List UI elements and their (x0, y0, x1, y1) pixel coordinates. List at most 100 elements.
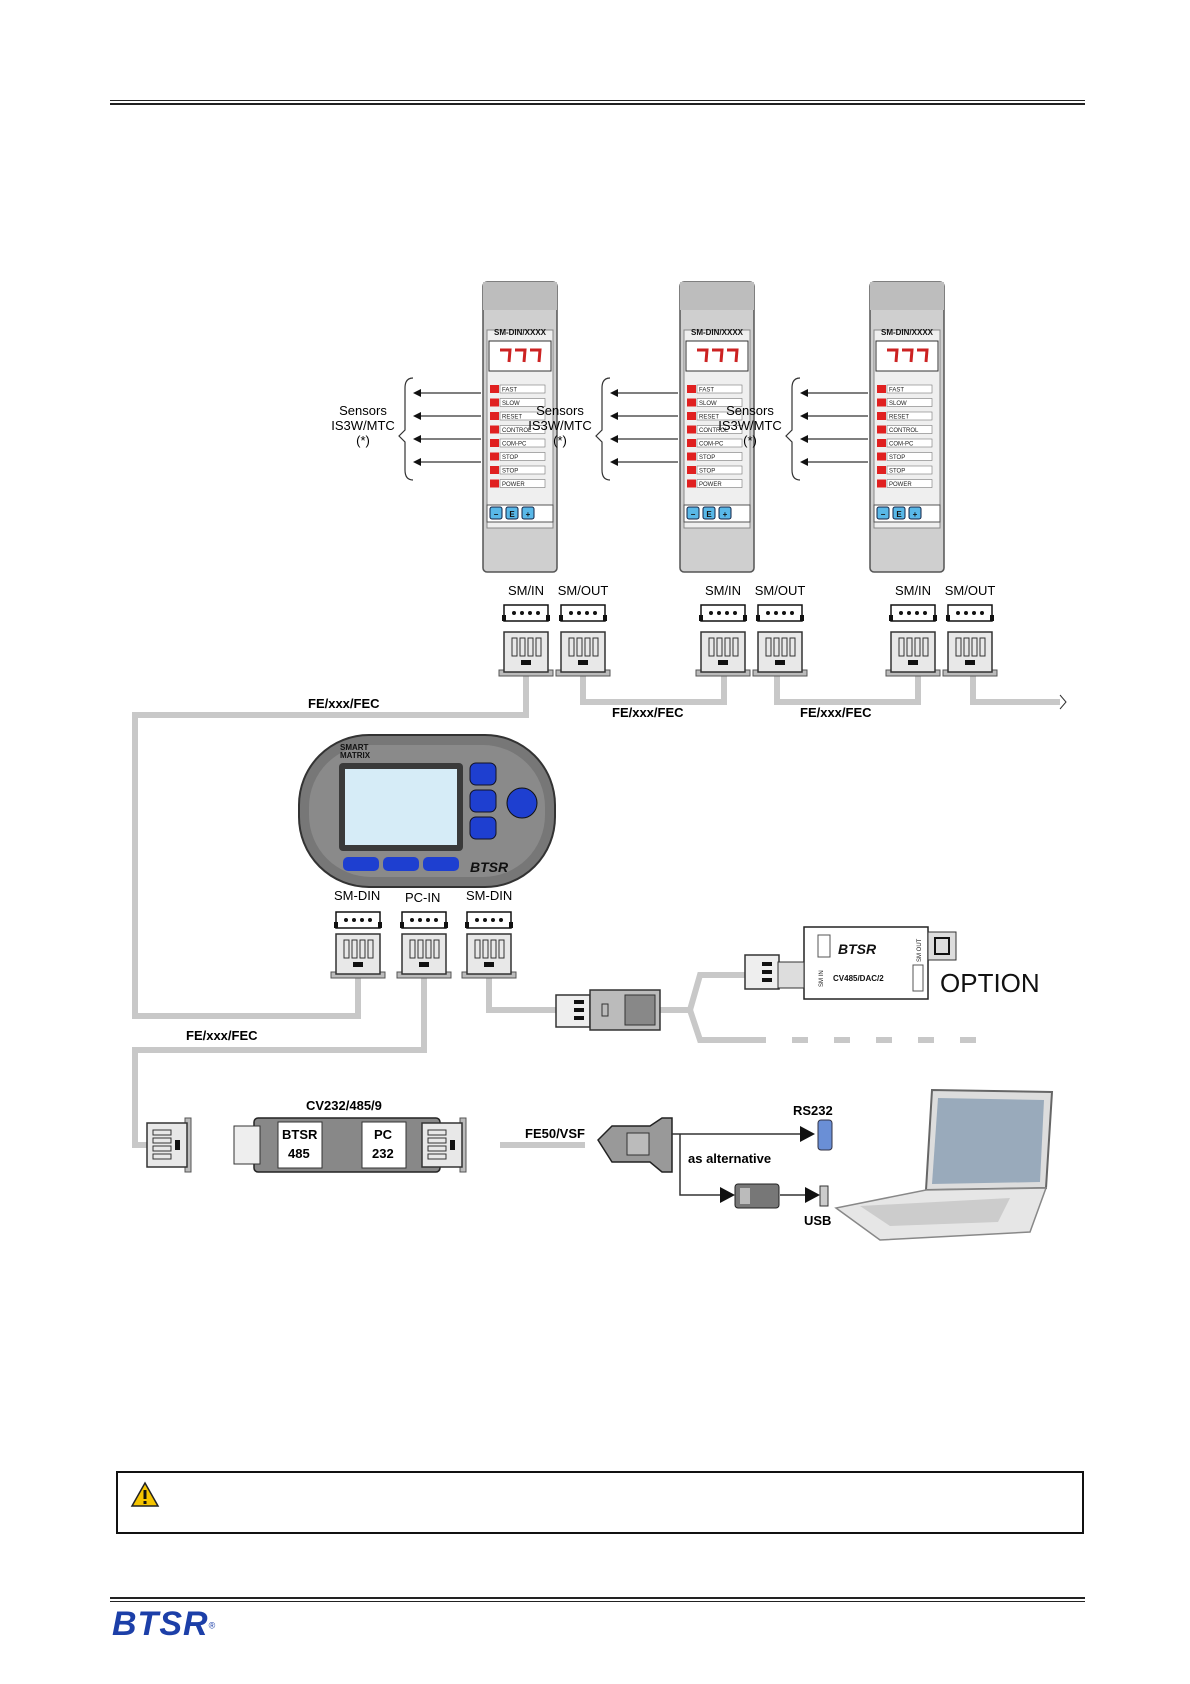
display-digit (917, 348, 929, 363)
sm-in-jack (501, 604, 551, 622)
module-title: SM-DIN/XXXX (881, 328, 934, 337)
arrow-icon (800, 412, 808, 420)
sm-din-jack (333, 911, 383, 929)
plug (330, 933, 386, 979)
led-label: SLOW (889, 401, 907, 407)
sensors-label: Sensors (726, 403, 774, 418)
led-label: FAST (889, 388, 904, 394)
module-button[interactable] (702, 506, 716, 520)
usb-port-icon (819, 1185, 829, 1207)
cable-label: FE/xxx/FEC (308, 696, 380, 711)
sensors-label: IS3W/MTC (718, 418, 782, 433)
led-label: RESET (502, 415, 522, 421)
pc-in-jack (399, 911, 449, 929)
led-label: STOP (502, 455, 518, 461)
led-label: COM-PC (502, 442, 527, 448)
alternative-label: as alternative (688, 1151, 771, 1166)
sensors-label: Sensors (536, 403, 584, 418)
usb-label: USB (804, 1213, 831, 1228)
sensors-label: (*) (553, 433, 567, 448)
led-label: POWER (889, 482, 912, 488)
display-digit (515, 348, 527, 363)
converter-label: BTSR (282, 1127, 318, 1142)
module-button-label: E (509, 510, 515, 519)
converter-label: PC (374, 1127, 393, 1142)
led-label: STOP (699, 469, 715, 475)
port-label: SM OUT (917, 938, 923, 962)
led-indicator (877, 466, 886, 474)
module-button[interactable] (489, 506, 503, 520)
module-button[interactable] (892, 506, 906, 520)
cable-label: FE50/VSF (525, 1126, 585, 1141)
cv-converter: BTSR 485 PC 232 (233, 1117, 447, 1173)
led-label: STOP (889, 469, 905, 475)
plug (146, 1117, 192, 1173)
sensor-brace (398, 377, 414, 481)
module-button[interactable] (908, 506, 922, 520)
led-label: RESET (699, 415, 719, 421)
module-button[interactable] (686, 506, 700, 520)
led-indicator (877, 398, 886, 407)
cable-label: FE/xxx/FEC (800, 705, 872, 720)
warning-icon (130, 1481, 160, 1507)
arrow-icon (805, 1187, 820, 1203)
led-indicator (877, 425, 886, 434)
module-button[interactable] (718, 506, 732, 520)
led-indicator (490, 398, 499, 407)
led-indicator (877, 385, 886, 393)
module-button-label: + (723, 510, 728, 519)
plug (752, 631, 808, 677)
converter-label: 485 (288, 1146, 310, 1161)
module-button-label: E (706, 510, 712, 519)
module-button[interactable] (521, 506, 535, 520)
port-label: SM IN (819, 970, 825, 987)
led-indicator (687, 439, 696, 447)
port-label: SM/OUT (755, 583, 806, 598)
sm-din-module: SM-DIN/XXXXFASTSLOWRESETCONTROLCOM-PCSTO… (718, 281, 998, 677)
rs232-port-icon (817, 1119, 833, 1151)
cable-network (132, 676, 1060, 1148)
converter-title: CV232/485/9 (306, 1098, 382, 1113)
break-mark-icon (1059, 694, 1067, 710)
led-label: STOP (699, 455, 715, 461)
module-button[interactable] (505, 506, 519, 520)
led-label: RESET (889, 415, 909, 421)
arrow-icon (610, 435, 618, 443)
sensor-brace (785, 377, 801, 481)
plug (695, 631, 751, 677)
sensors-label: (*) (743, 433, 757, 448)
arrow-icon (610, 389, 618, 397)
sensors-label: IS3W/MTC (331, 418, 395, 433)
converter-label: 232 (372, 1146, 394, 1161)
plug (421, 1117, 467, 1173)
port-label: SM-DIN (334, 888, 380, 903)
port-label: SM/IN (508, 583, 544, 598)
display-digit (887, 348, 899, 363)
display-digit (727, 348, 739, 363)
led-label: STOP (502, 469, 518, 475)
smart-matrix-device: SMART MATRIX BTSR (298, 734, 556, 888)
plug (461, 933, 517, 979)
arrow-icon (413, 435, 421, 443)
sensors-label: IS3W/MTC (528, 418, 592, 433)
arrow-icon (610, 458, 618, 466)
arrow-icon (800, 1126, 815, 1142)
sensor-brace (595, 377, 611, 481)
led-label: SLOW (502, 401, 520, 407)
option-converter-box: BTSR CV485/DAC/2 SM IN SM OUT (744, 926, 957, 1000)
led-label: FAST (699, 388, 714, 394)
sm-in-jack (698, 604, 748, 622)
led-label: FAST (502, 388, 517, 394)
led-indicator (490, 425, 499, 434)
splitter-adapter (555, 989, 661, 1031)
plug (498, 631, 554, 677)
arrow-icon (800, 389, 808, 397)
sensors-label: Sensors (339, 403, 387, 418)
module-button[interactable] (876, 506, 890, 520)
display-digit (530, 348, 542, 363)
led-indicator (877, 479, 886, 488)
led-indicator (687, 425, 696, 434)
module-button-label: + (526, 510, 531, 519)
warning-box (116, 1471, 1084, 1534)
